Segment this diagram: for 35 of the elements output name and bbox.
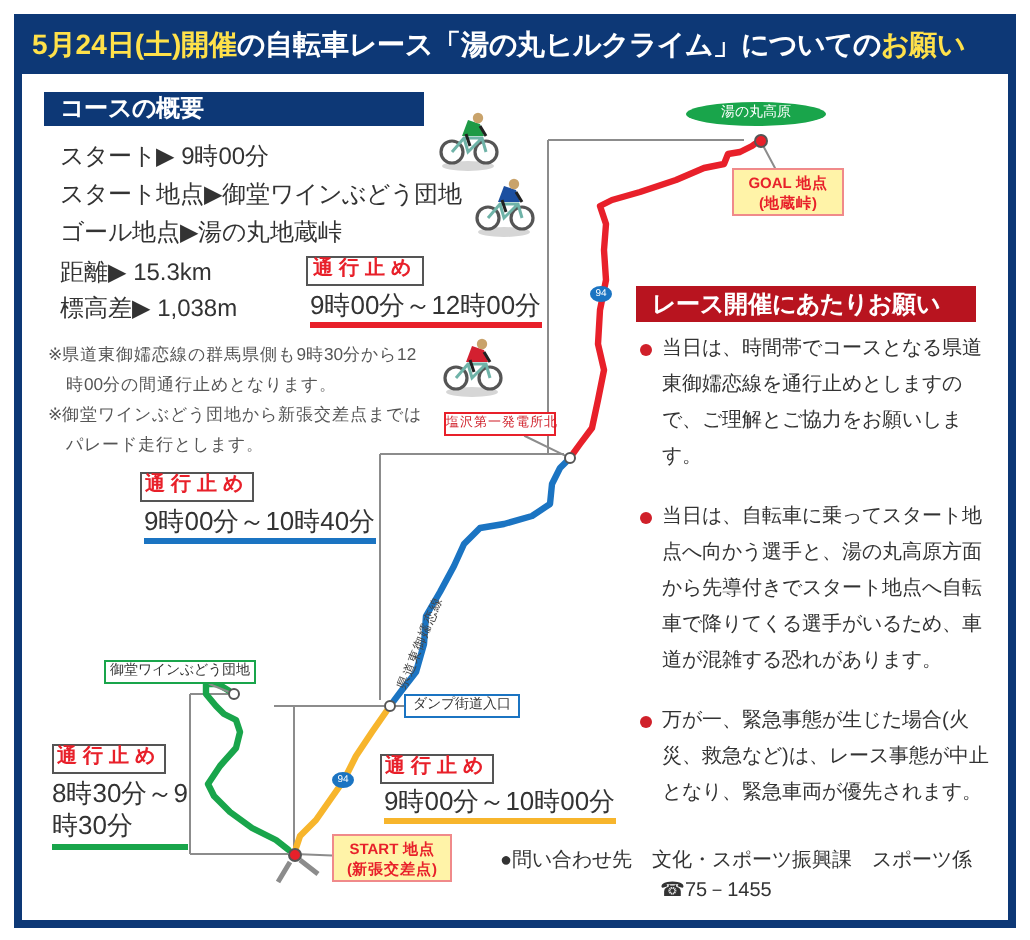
route-line [202, 680, 292, 853]
summary-line: スタート地点▶御堂ワインぶどう団地 [60, 180, 463, 210]
road-closed-box: 通行止め [380, 754, 494, 784]
leader-line [762, 145, 776, 169]
leader-line [300, 853, 333, 857]
location-marker [564, 452, 576, 464]
location-marker [384, 700, 396, 712]
bullet-text: 当日は、自転車に乗ってスタート地点へ向かう選手と、湯の丸高原方面から先導付きでスタート地点へ自転車で降りてくる選手がいるため、車道が混雑する恐れがあります。 [640, 500, 992, 680]
location-marker [753, 133, 767, 147]
summary-line: 距離▶ 15.3km [60, 258, 212, 288]
section-heading: レース開催にあたりお願い [636, 286, 976, 322]
route-line [293, 707, 390, 851]
closure-time: 9時00分～12時00分 [310, 290, 542, 328]
route-line [390, 459, 569, 705]
road-closed-box: 通行止め [306, 256, 424, 286]
location-marker [228, 688, 240, 700]
closure-time: 8時30分～9時30分 [52, 778, 188, 850]
summary-line: 標高差▶ 1,038m [60, 294, 238, 324]
leader-line [523, 435, 566, 457]
section-heading: コースの概要 [44, 92, 424, 126]
route-line [570, 141, 758, 457]
note-text: ※御堂ワインぶどう団地から新張交差点まではパレード走行とします。 [48, 402, 425, 458]
bullet-text: 当日は、時間帯でコースとなる県道東御嬬恋線を通行止めとしますので、ご理解とご協力をお願いします。 [640, 332, 992, 476]
phone-number: ☎75－1455 [660, 878, 772, 904]
leader-line [208, 683, 230, 693]
summary-line: ゴール地点▶湯の丸地蔵峠 [60, 218, 343, 248]
road-closed-box: 通行止め [140, 472, 254, 502]
note-text: ※県道東御嬬恋線の群馬県側も9時30分から12時00分の間通行止めとなります。 [48, 342, 419, 398]
bullet-text: 万が一、緊急事態が生じた場合(火災、救急など)は、レース事態が中止となり、緊急車両が優先されます。 [640, 704, 992, 812]
leader-line [395, 705, 405, 707]
summary-line: スタート▶ 9時00分 [60, 142, 270, 172]
closure-time: 9時00分～10時00分 [384, 786, 616, 824]
closure-time: 9時00分～10時40分 [144, 506, 376, 544]
road-closed-box: 通行止め [52, 744, 166, 774]
contact-text: ●問い合わせ先 文化・スポーツ振興課 スポーツ係 [500, 848, 973, 874]
